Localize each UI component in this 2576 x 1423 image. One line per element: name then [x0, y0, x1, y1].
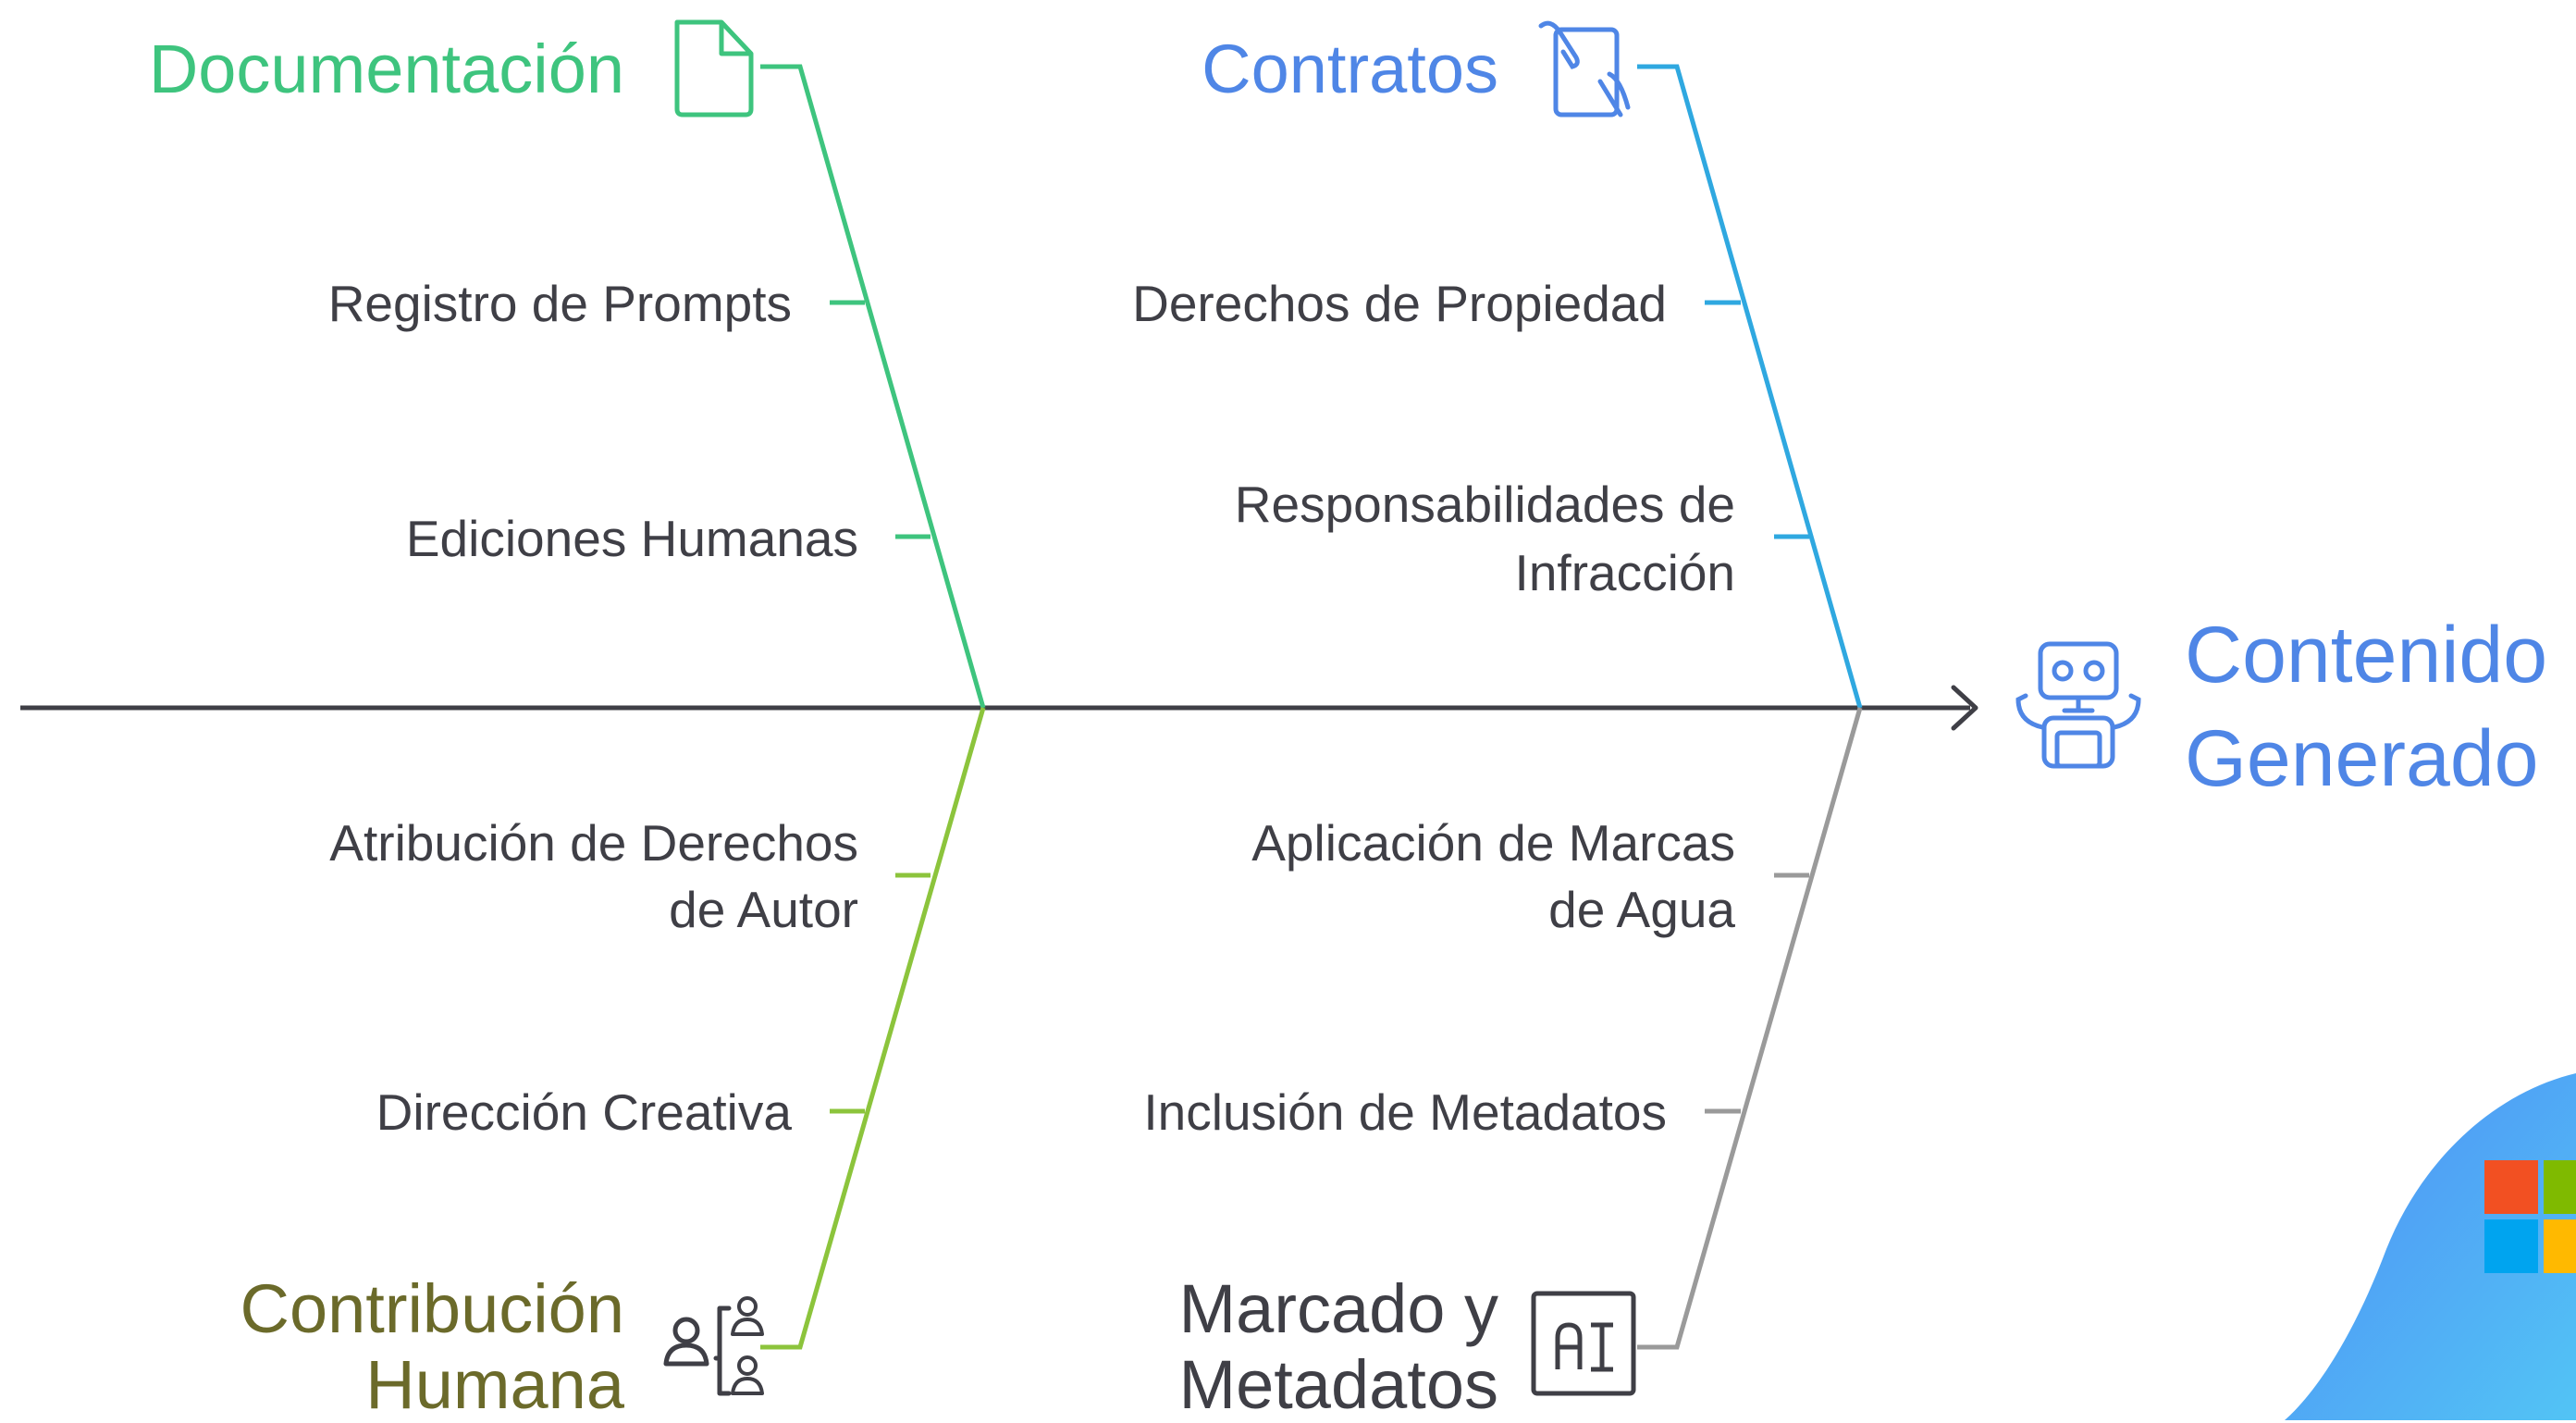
spine-arrowhead [1951, 685, 1978, 731]
category-documentacion-label: Documentación [148, 31, 624, 107]
cause-direccion-creativa: Dirección Creativa [376, 1083, 792, 1141]
bone-contratos [1637, 64, 1863, 709]
cause-responsabilidades-line1: Responsabilidades de [1234, 476, 1735, 533]
category-contratos-label: Contratos [1202, 31, 1498, 107]
category-marcado-metadatos-line2: Metadatos [1178, 1346, 1498, 1423]
bone-documentacion [760, 64, 986, 709]
robot-icon [2015, 641, 2141, 769]
hand-signing-contract-icon [1538, 20, 1631, 118]
cause-aplicacion-line2: de Agua [1548, 881, 1735, 938]
category-marcado-metadatos-line1: Marcado y [1178, 1270, 1498, 1347]
ai-tag-icon [1531, 1291, 1636, 1396]
cause-aplicacion-line1: Aplicación de Marcas [1251, 814, 1735, 872]
category-contribucion-humana-line1: Contribución [240, 1270, 624, 1347]
cause-ediciones-humanas: Ediciones Humanas [405, 510, 858, 567]
head-title-line1: Contenido [2185, 611, 2548, 699]
bone-contribucion-humana [760, 707, 986, 1350]
category-contribucion-humana-line2: Humana [365, 1346, 624, 1423]
windows-logo-icon [2484, 1160, 2576, 1273]
cause-atribucion-line1: Atribución de Derechos [329, 814, 858, 872]
cause-registro-prompts: Registro de Prompts [327, 275, 792, 332]
head-title-line2: Generado [2185, 714, 2539, 803]
people-hierarchy-icon [663, 1296, 764, 1396]
cause-responsabilidades-line2: Infracción [1514, 544, 1735, 601]
decorative-blob [2285, 1073, 2576, 1420]
cause-atribucion-line2: de Autor [669, 881, 858, 938]
document-icon [674, 19, 754, 118]
cause-inclusion-metadatos: Inclusión de Metadatos [1143, 1083, 1667, 1141]
bone-marcado-metadatos [1637, 707, 1863, 1350]
cause-derechos-propiedad: Derechos de Propiedad [1132, 275, 1667, 332]
